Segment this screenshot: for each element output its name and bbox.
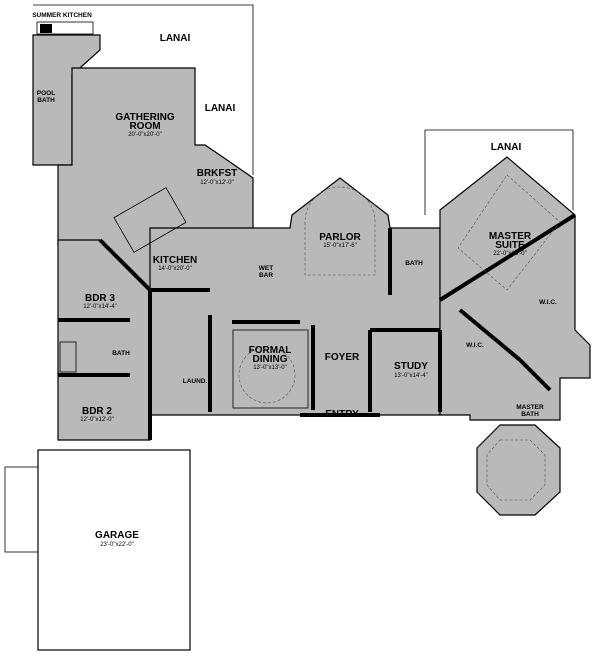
study-dims: 13'-0"x14'-4" <box>394 373 428 379</box>
wet-bar-label: BAR <box>259 272 273 279</box>
house-rooms <box>32 34 591 651</box>
brkfst-label: BRKFST <box>197 168 238 179</box>
garage-label: GARAGE <box>95 530 139 541</box>
laundry-label: LAUND. <box>183 378 208 385</box>
master-bath-label: BATH <box>521 411 539 418</box>
central-hall <box>149 177 441 416</box>
parlor-dims: 15'-0"x17'-6" <box>323 243 357 249</box>
study-label: STUDY <box>394 361 428 372</box>
summer-kitchen-label: SUMMER KITCHEN <box>32 12 92 19</box>
room-labels: SUMMER KITCHEN LANAI LANAI LANAI POOL BA… <box>32 12 557 548</box>
master-wing <box>439 156 591 421</box>
master-bath-label: MASTER <box>516 404 544 411</box>
summer-kitchen <box>36 21 94 35</box>
wic-label: W.I.C. <box>466 342 484 349</box>
garage-dims: 23'-0"x22'-0" <box>100 542 134 548</box>
entry-label: ENTRY <box>325 409 359 420</box>
formal-dining-label: DINING <box>253 354 288 365</box>
bdr2-label: BDR 2 <box>82 406 112 417</box>
bdr2-dims: 12'-0"x12'-0" <box>80 417 114 423</box>
bath-label: BATH <box>112 350 130 357</box>
lanai-label: LANAI <box>205 103 236 114</box>
kitchen-label: KITCHEN <box>153 255 197 266</box>
parlor-label: PARLOR <box>319 232 361 243</box>
wic-label: W.I.C. <box>539 299 557 306</box>
master-suite-label: MASTER <box>489 231 532 242</box>
bdr3-label: BDR 3 <box>85 293 115 304</box>
master-suite-dims: 22'-0"x16'-0" <box>493 251 527 257</box>
lanai-label: LANAI <box>160 33 191 44</box>
foyer-label: FOYER <box>325 352 360 363</box>
kitchen-dims: 14'-0"x20'-0" <box>158 266 192 272</box>
master-bath-octagon <box>476 424 561 516</box>
garage <box>37 449 191 651</box>
master-suite-label: SUITE <box>495 240 525 251</box>
gathering-room-dims: 20'-0"x20'-0" <box>128 132 162 138</box>
walls <box>58 174 577 501</box>
formal-dining-dims: 13'-0"x13'-0" <box>253 365 287 371</box>
formal-dining-label: FORMAL <box>249 345 292 356</box>
gathering-room-label: GATHERING <box>115 112 174 123</box>
bath-label: BATH <box>405 260 423 267</box>
wet-bar-label: WET <box>259 265 273 272</box>
pool-bath-label: BATH <box>37 97 55 104</box>
pool-bath-label: POOL <box>37 90 55 97</box>
lanai-label: LANAI <box>491 142 522 153</box>
brkfst-dims: 12'-0"x12'-0" <box>200 180 234 186</box>
bdr3-dims: 12'-0"x14'-4" <box>83 304 117 310</box>
gathering-room-label: ROOM <box>129 121 160 132</box>
